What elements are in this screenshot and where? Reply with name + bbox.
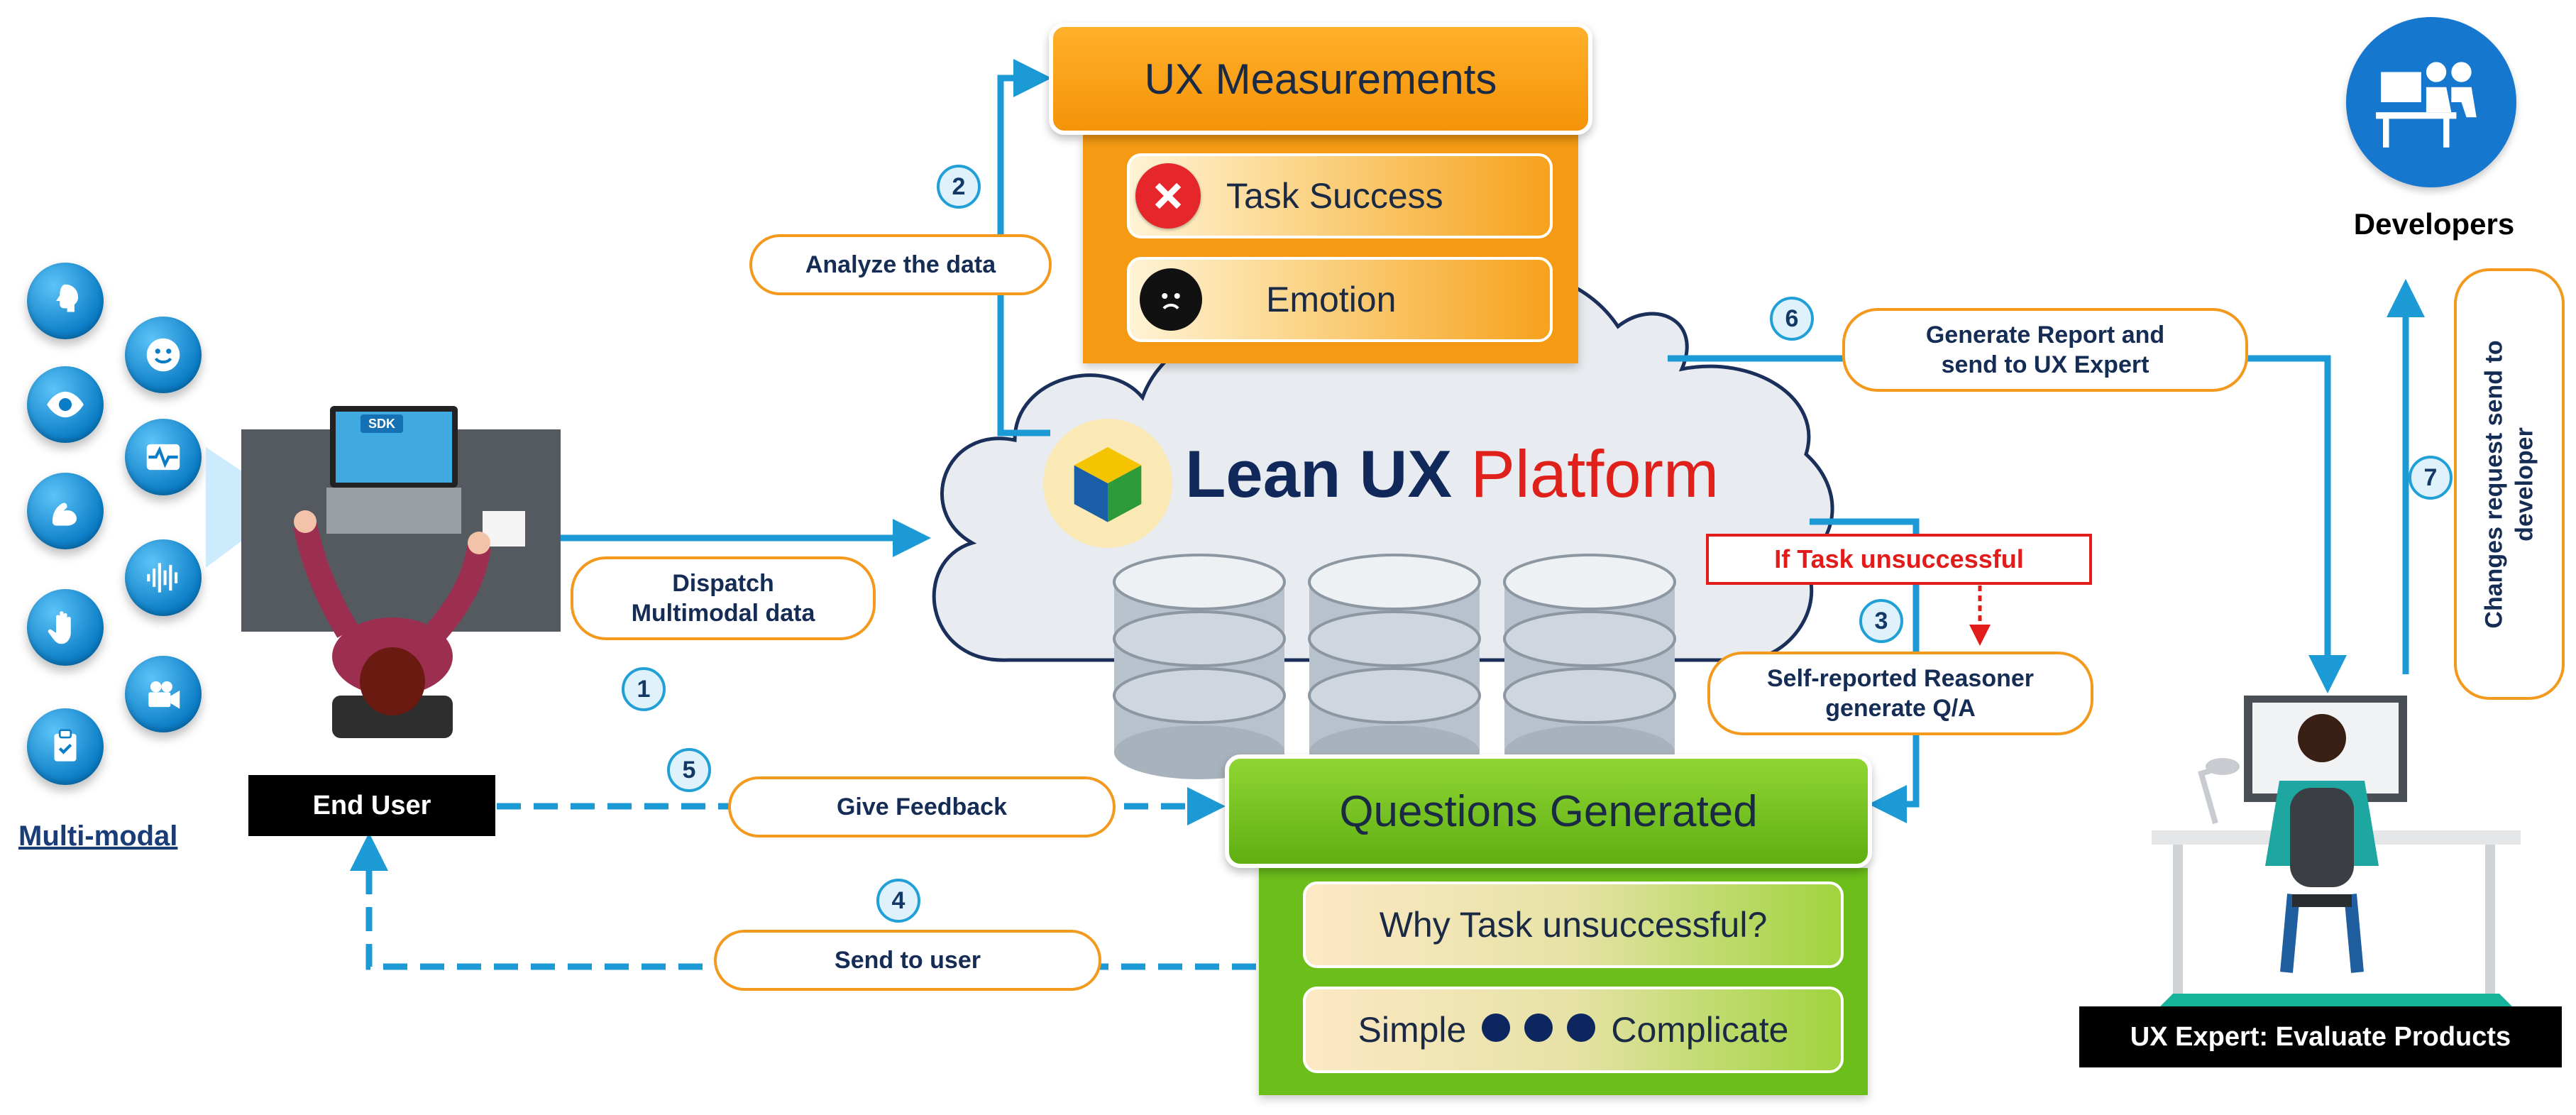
platform-title: Lean UX Platform <box>1185 436 1719 512</box>
ux-expert-label: UX Expert: Evaluate Products <box>2079 1006 2562 1067</box>
scale-dot-1 <box>1482 1014 1511 1042</box>
video-camera-icon <box>125 656 202 732</box>
end-user-label: End User <box>248 775 495 836</box>
eye-icon <box>27 366 104 443</box>
scale-dot-3 <box>1567 1014 1596 1042</box>
scale-right-label: Complicate <box>1611 1010 1789 1050</box>
step-1-badge: 1 <box>622 667 666 711</box>
step-3-badge: 3 <box>1859 599 1903 643</box>
ux-measurements-title: UX Measurements <box>1049 23 1592 135</box>
platform-logo-icon <box>1043 419 1172 548</box>
complexity-scale: Simple Complicate <box>1303 987 1844 1073</box>
sdk-badge: SDK <box>360 414 403 433</box>
ux-expert-illustration <box>2130 681 2542 1008</box>
developers-icon <box>2346 17 2516 187</box>
task-success-item: Task Success <box>1127 153 1553 238</box>
emotion-label: Emotion <box>1266 280 1397 319</box>
developers-label: Developers <box>2353 207 2515 241</box>
step-1-label: Dispatch Multimodal data <box>571 556 876 640</box>
step-6-label: Generate Report and send to UX Expert <box>1842 308 2248 392</box>
head-icon <box>27 263 104 339</box>
error-x-icon <box>1135 163 1201 229</box>
sad-face-icon <box>1140 268 1202 331</box>
question-why-task: Why Task unsuccessful? <box>1303 881 1844 968</box>
scale-dot-2 <box>1524 1014 1553 1042</box>
platform-title-word1: Lean UX <box>1185 436 1453 511</box>
heartbeat-icon <box>125 419 202 495</box>
step-4-badge: 4 <box>876 879 920 923</box>
step-5-badge: 5 <box>667 748 711 792</box>
step-4-label: Send to user <box>714 930 1101 991</box>
database-icon <box>1113 554 1676 779</box>
smile-icon <box>125 317 202 393</box>
step-7-label: Changes request send to developer <box>2480 339 2538 629</box>
clipboard-icon <box>27 708 104 785</box>
arm-icon <box>27 473 104 549</box>
step-7-badge: 7 <box>2409 456 2453 500</box>
questions-title: Questions Generated <box>1225 754 1872 868</box>
scale-dots <box>1475 1009 1602 1050</box>
emotion-item: Emotion <box>1127 257 1553 342</box>
audio-wave-icon <box>125 539 202 616</box>
step-6-badge: 6 <box>1770 297 1814 341</box>
step-3-label: Self-reported Reasoner generate Q/A <box>1707 652 2093 735</box>
hand-icon <box>27 589 104 666</box>
scale-left-label: Simple <box>1358 1010 1467 1050</box>
step-2-label: Analyze the data <box>749 234 1052 295</box>
step-7-label-box: Changes request send to developer <box>2454 268 2565 700</box>
platform-title-word2: Platform <box>1470 436 1719 511</box>
multimodal-label[interactable]: Multi-modal <box>18 820 178 852</box>
condition-tag: If Task unsuccessful <box>1706 534 2092 585</box>
end-user-illustration: SDK <box>206 397 575 767</box>
step-2-badge: 2 <box>937 165 981 209</box>
task-success-label: Task Success <box>1226 176 1443 216</box>
step-5-label: Give Feedback <box>728 776 1116 837</box>
